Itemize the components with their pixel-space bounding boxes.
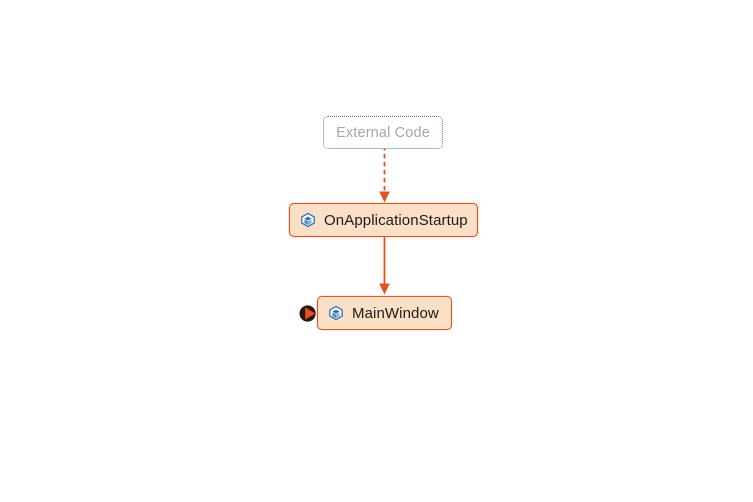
current-statement-arrow-icon[interactable] — [299, 304, 318, 323]
node-external-code[interactable]: External Code — [323, 116, 443, 149]
node-label: OnApplicationStartup — [324, 211, 468, 229]
node-main-window[interactable]: MainWindow — [317, 296, 452, 330]
node-label: External Code — [336, 124, 430, 141]
edge-external-to-startup[interactable] — [370, 146, 400, 206]
cube-icon — [301, 212, 315, 228]
node-on-application-startup[interactable]: OnApplicationStartup — [289, 203, 478, 237]
arrowhead-icon — [379, 283, 390, 295]
arrowhead-icon — [379, 191, 390, 203]
marker-arrow — [305, 307, 316, 320]
node-label: MainWindow — [352, 304, 439, 322]
cube-icon — [329, 305, 343, 321]
edge-startup-to-mainwindow[interactable] — [370, 236, 400, 298]
